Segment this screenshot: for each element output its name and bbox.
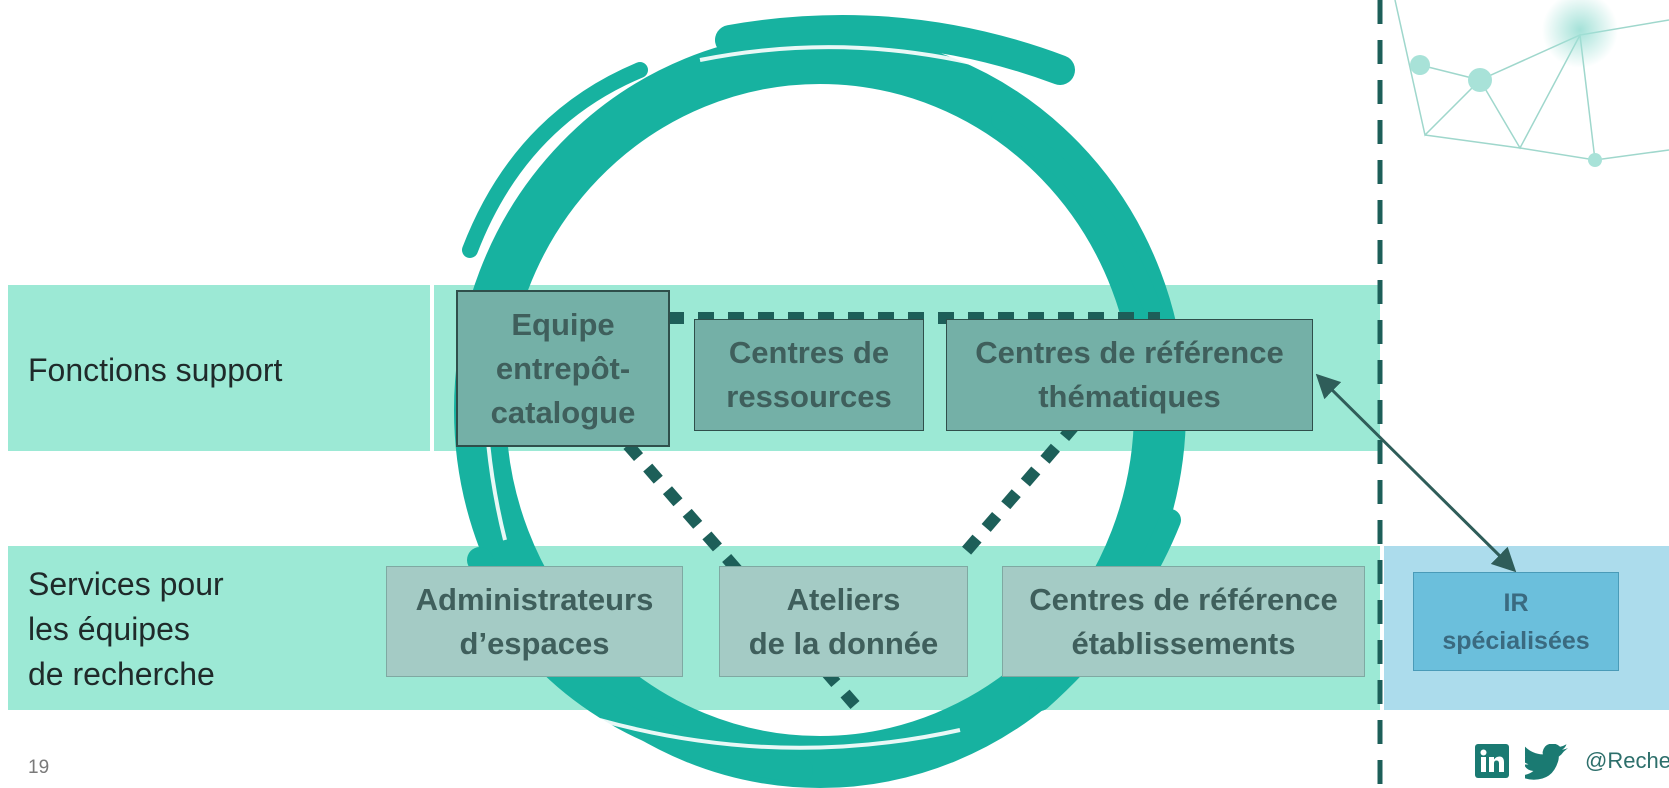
network-node [1410, 55, 1430, 75]
network-node [1588, 153, 1602, 167]
network-graphic [1394, 0, 1669, 161]
box-centres-de-ressources: Centres de ressources [694, 319, 924, 431]
double-arrow [1315, 373, 1517, 573]
support-row-label: Fonctions support [28, 352, 283, 388]
page-number: 19 [28, 757, 50, 778]
box-administrateurs-espaces: Administrateurs d’espaces [386, 566, 683, 677]
dotted-line-right [957, 421, 1080, 560]
twitter-icon[interactable] [1518, 743, 1569, 780]
network-node [1468, 68, 1492, 92]
box-ateliers-de-la-donnee: Ateliers de la donnée [719, 566, 968, 677]
linkedin-icon[interactable] [1475, 744, 1509, 778]
box-ir-specialisees: IR spécialisées [1413, 572, 1619, 671]
services-label-line: Services pour [28, 566, 224, 602]
network-glow [1542, 0, 1618, 68]
support-band-left [8, 285, 430, 451]
box-centres-reference-etablissements: Centres de référence établissements [1002, 566, 1365, 677]
box-centres-reference-thematiques: Centres de référence thématiques [946, 319, 1313, 431]
services-label-line: de recherche [28, 656, 215, 692]
services-row-label: Services pour les équipes de recherche [28, 562, 224, 697]
box-equipe-entrepot-catalogue: Equipe entrepôt- catalogue [456, 290, 670, 447]
services-label-line: les équipes [28, 611, 190, 647]
footer-handle: @Recher [1585, 748, 1669, 773]
dotted-connectors [623, 312, 1160, 709]
